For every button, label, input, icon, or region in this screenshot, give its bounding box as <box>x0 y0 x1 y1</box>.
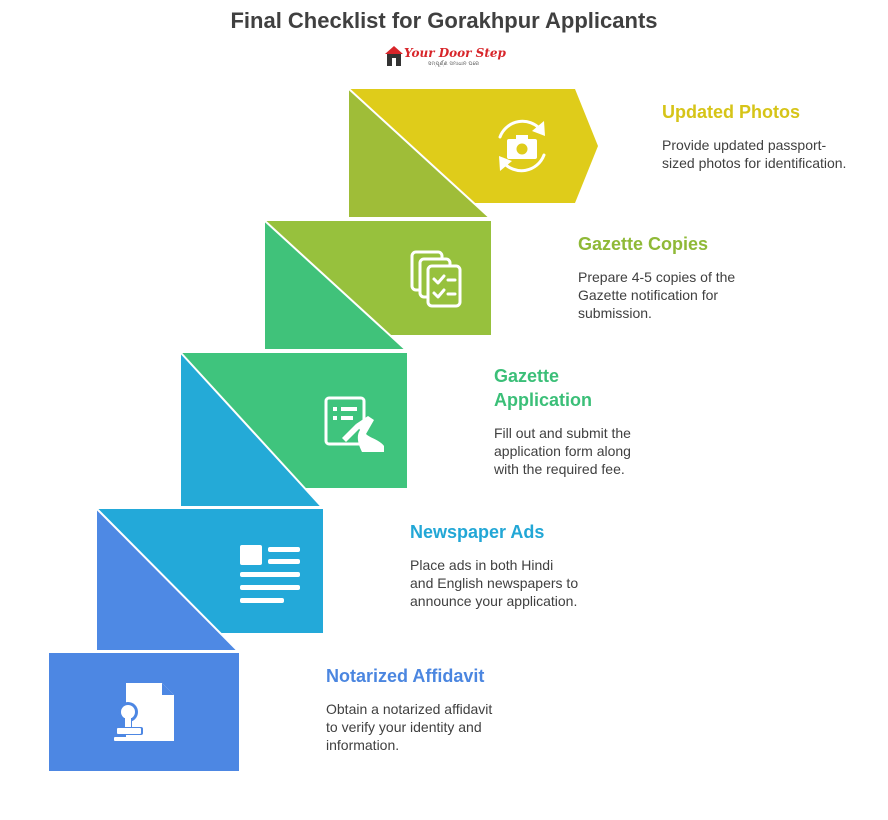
step-1-block <box>348 88 598 218</box>
newspaper-icon <box>240 545 300 603</box>
step-1-text: Updated Photos Provide updated passport-… <box>662 100 862 172</box>
step-5-description: Obtain a notarized affidavit to verify y… <box>326 701 493 753</box>
copies-checklist-icon <box>410 250 462 308</box>
step-2-block <box>264 220 491 350</box>
step-4-block <box>96 508 323 651</box>
step-4-title: Newspaper Ads <box>410 522 545 542</box>
step-5-text: Notarized Affidavit Obtain a notarized a… <box>326 664 566 754</box>
step-4-description: Place ads in both Hindi and English news… <box>410 557 579 609</box>
step-4-text: Newspaper Ads Place ads in both Hindi an… <box>410 520 630 610</box>
logo-text: Your Door Step <box>404 46 506 60</box>
step-3-description: Fill out and submit the application form… <box>494 425 631 477</box>
step-5-title: Notarized Affidavit <box>326 666 485 686</box>
brand-logo: Your Door Step ସମ୍ପୂର୍ଣ୍ଣ ସମାଧାନ ଘରେ <box>384 44 514 74</box>
logo-tagline: ସମ୍ପୂର୍ଣ୍ଣ ସମାଧାନ ଘରେ <box>428 61 480 67</box>
step-3-title: Gazette Application <box>494 366 592 410</box>
step-1-description: Provide updated passport-sized photos fo… <box>662 137 847 171</box>
camera-rotate-icon <box>498 119 546 173</box>
step-2-title: Gazette Copies <box>578 234 709 254</box>
notary-stamp-icon <box>114 683 174 741</box>
step-3-text: Gazette Application Fill out and submit … <box>494 364 631 478</box>
step-3-block <box>180 352 407 507</box>
page-title: Final Checklist for Gorakhpur Applicants <box>230 8 658 33</box>
step-2-text: Gazette Copies Prepare 4-5 copies of the… <box>578 232 798 322</box>
form-sign-icon <box>324 396 384 452</box>
step-2-description: Prepare 4-5 copies of the Gazette notifi… <box>578 269 736 321</box>
house-icon <box>385 46 403 66</box>
step-1-title: Updated Photos <box>662 102 800 122</box>
